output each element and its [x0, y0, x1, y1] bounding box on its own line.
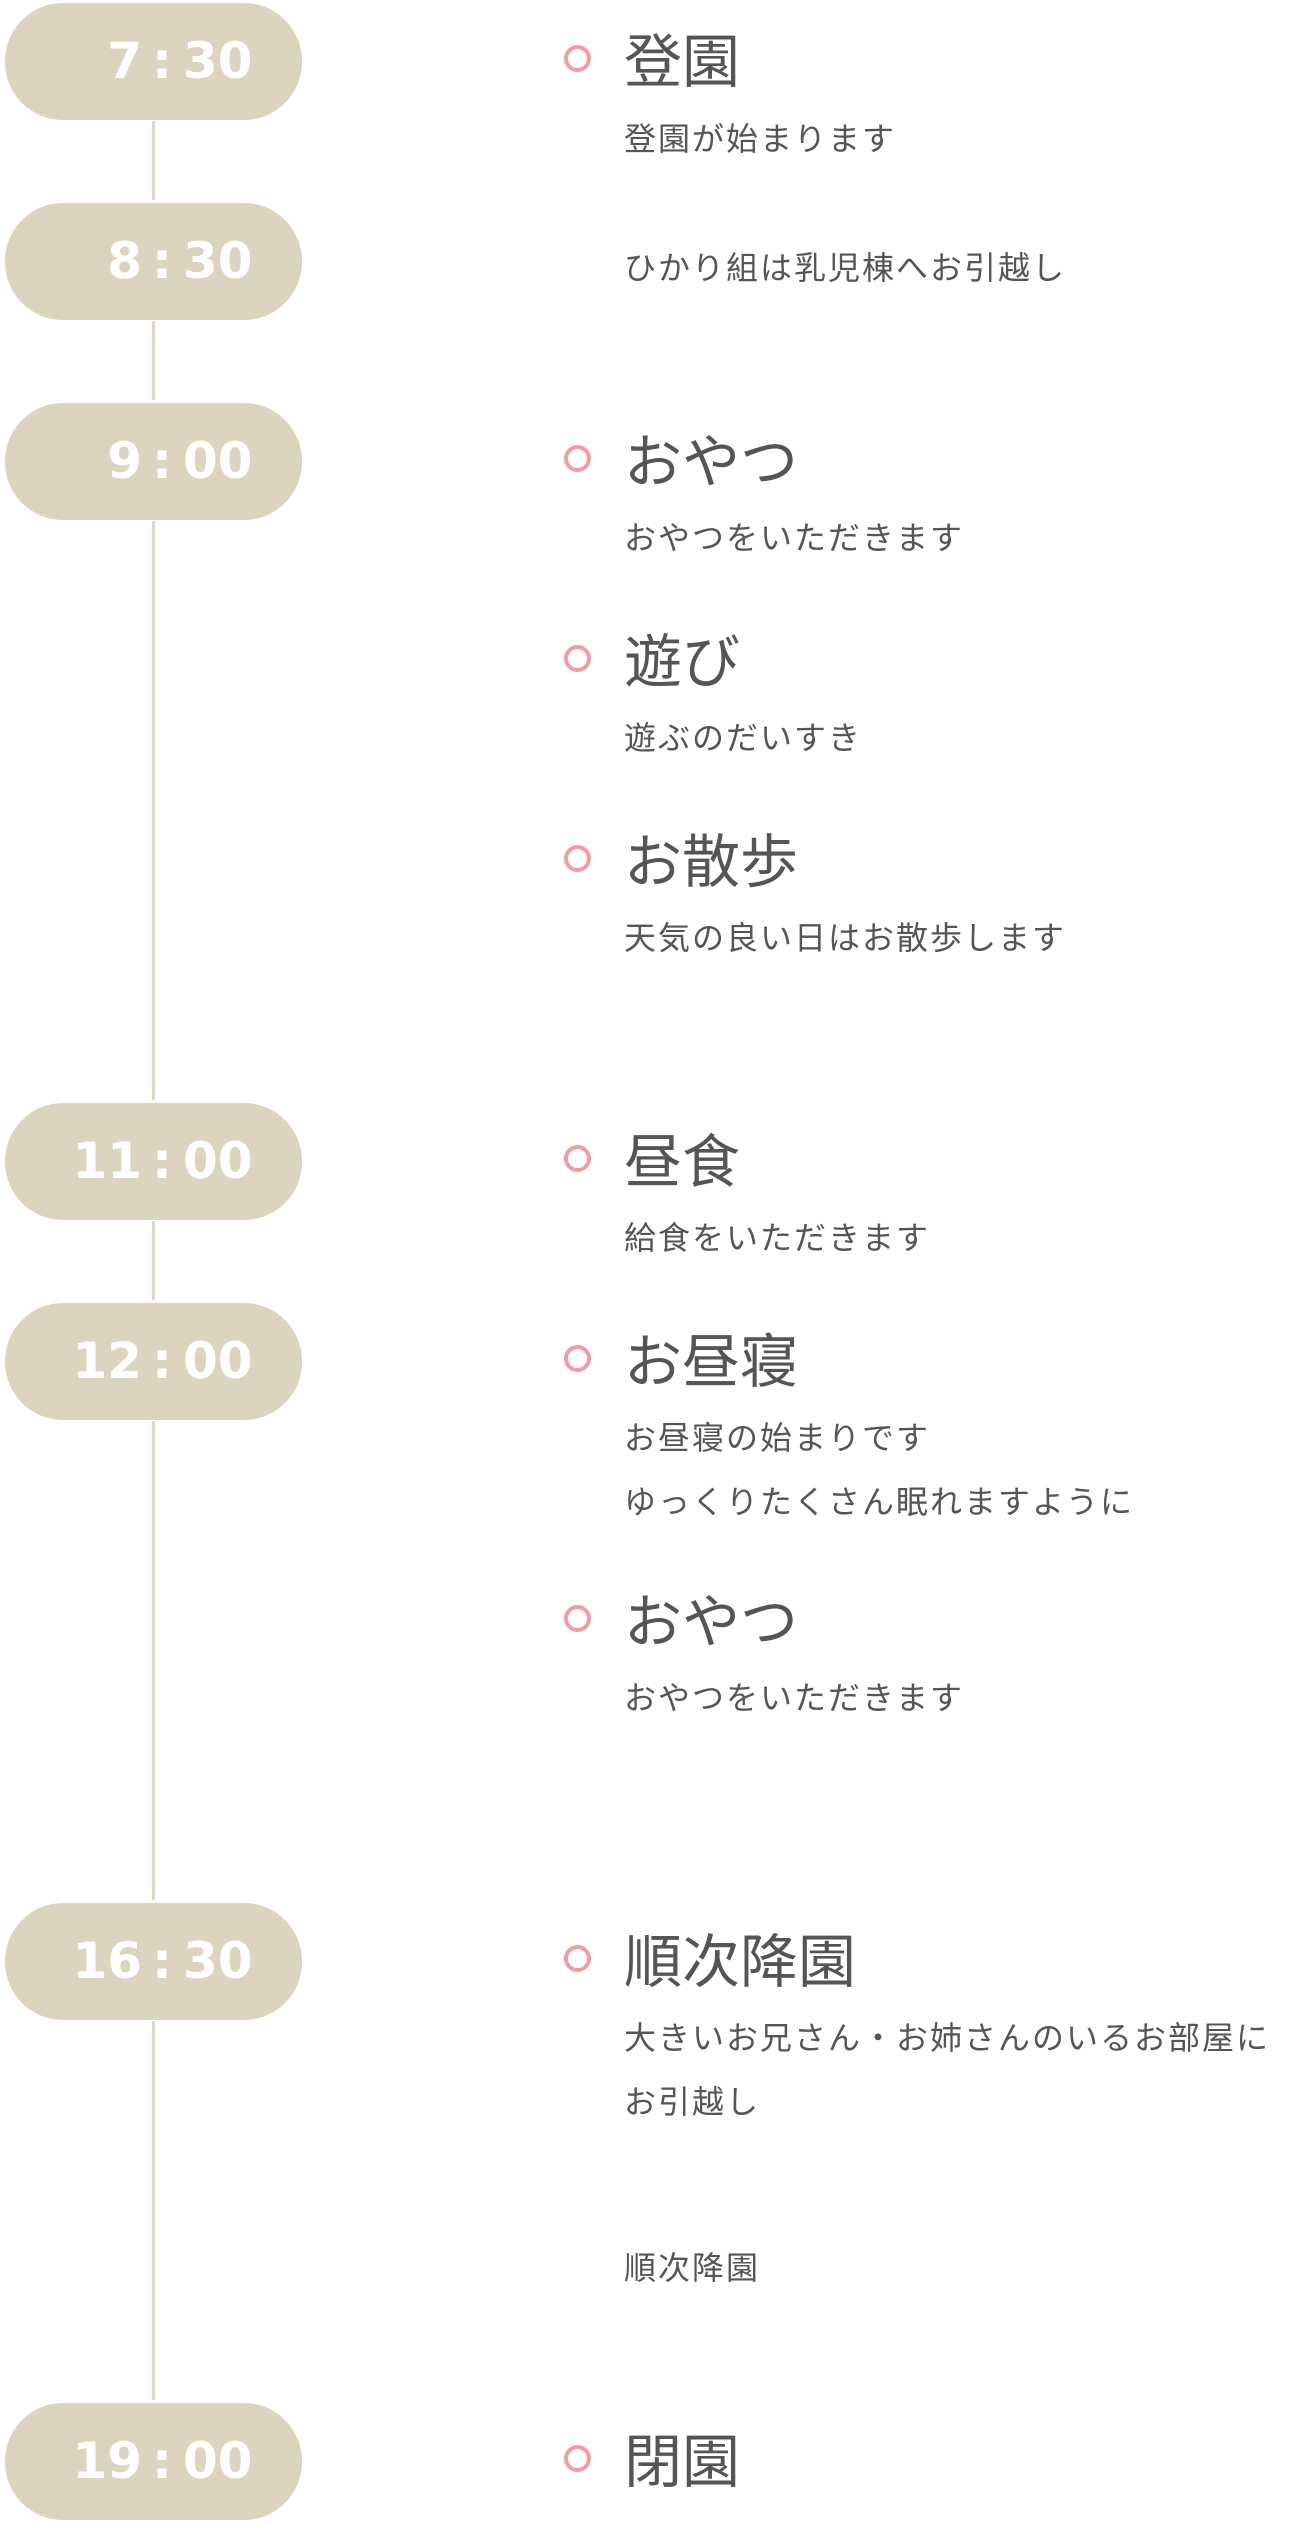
schedule-item-desc: おやつをいただきます [624, 1679, 965, 1717]
time-hour: 12 [72, 1332, 142, 1390]
circle-marker-icon [564, 1145, 591, 1172]
timeline-connector [152, 2021, 155, 2400]
time-hour: 8 [107, 232, 142, 290]
time-minute: 30 [183, 32, 253, 90]
schedule-item-title: 登園 [624, 28, 741, 96]
schedule-item-desc: おやつをいただきます [624, 519, 965, 557]
time-hour: 7 [107, 32, 142, 90]
schedule-item-title: お昼寝 [624, 1328, 799, 1396]
schedule-item-desc: 天気の良い日はお散歩します [624, 919, 1067, 957]
time-pill-1100: 11 : 00 [5, 1103, 302, 1220]
time-hour: 11 [72, 1132, 142, 1190]
time-pill-1630: 16 : 30 [5, 1903, 302, 2020]
circle-marker-icon [564, 1605, 591, 1632]
schedule-item-desc: ひかり組は乳児棟へお引越し [624, 249, 1067, 287]
schedule-item-title: 閉園 [624, 2428, 741, 2496]
schedule-item-title: 遊び [624, 628, 741, 696]
time-separator: : [152, 1332, 172, 1390]
time-minute: 30 [183, 1932, 253, 1990]
schedule-item-desc: 順次降園 [624, 2249, 761, 2287]
time-minute: 30 [183, 232, 253, 290]
time-separator: : [152, 1132, 172, 1190]
timeline-connector [152, 121, 155, 200]
circle-marker-icon [564, 45, 591, 72]
circle-marker-icon [564, 2445, 591, 2472]
timeline-connector [152, 1221, 155, 1300]
circle-marker-icon [564, 845, 591, 872]
time-pill-0730: 7 : 30 [5, 3, 302, 120]
time-hour: 19 [72, 2432, 142, 2490]
schedule-item-desc: 給食をいただきます [624, 1219, 931, 1257]
time-hour: 16 [72, 1932, 142, 1990]
time-separator: : [152, 2432, 172, 2490]
time-separator: : [152, 432, 172, 490]
time-pill-0900: 9 : 00 [5, 403, 302, 520]
circle-marker-icon [564, 1345, 591, 1372]
timeline-connector [152, 321, 155, 400]
schedule-item-desc: 遊ぶのだいすき [624, 719, 863, 757]
schedule-item-desc: 大きいお兄さん・お姉さんのいるお部屋に [624, 2019, 1271, 2057]
schedule-item-desc: ゆっくりたくさん眠れますように [624, 1483, 1135, 1521]
schedule-item-desc: お引越し [624, 2083, 761, 2121]
time-minute: 00 [183, 1132, 253, 1190]
time-pill-0830: 8 : 30 [5, 203, 302, 320]
schedule-item-title: 昼食 [624, 1128, 741, 1196]
time-separator: : [152, 232, 172, 290]
time-minute: 00 [183, 1332, 253, 1390]
time-separator: : [152, 1932, 172, 1990]
circle-marker-icon [564, 1945, 591, 1972]
time-hour: 9 [107, 432, 142, 490]
schedule-item-desc: 登園が始まります [624, 120, 897, 158]
schedule-item-title: 順次降園 [624, 1928, 857, 1996]
schedule-item-title: お散歩 [624, 828, 799, 896]
timeline-connector [152, 521, 155, 1100]
time-pill-1200: 12 : 00 [5, 1303, 302, 1420]
circle-marker-icon [564, 445, 591, 472]
schedule-item-title: おやつ [624, 1588, 799, 1656]
circle-marker-icon [564, 645, 591, 672]
time-separator: : [152, 32, 172, 90]
schedule-item-desc: お昼寝の始まりです [624, 1419, 931, 1457]
time-minute: 00 [183, 2432, 253, 2490]
schedule-item-title: おやつ [624, 428, 799, 496]
time-pill-1900: 19 : 00 [5, 2403, 302, 2520]
time-minute: 00 [183, 432, 253, 490]
timeline-connector [152, 1421, 155, 1900]
